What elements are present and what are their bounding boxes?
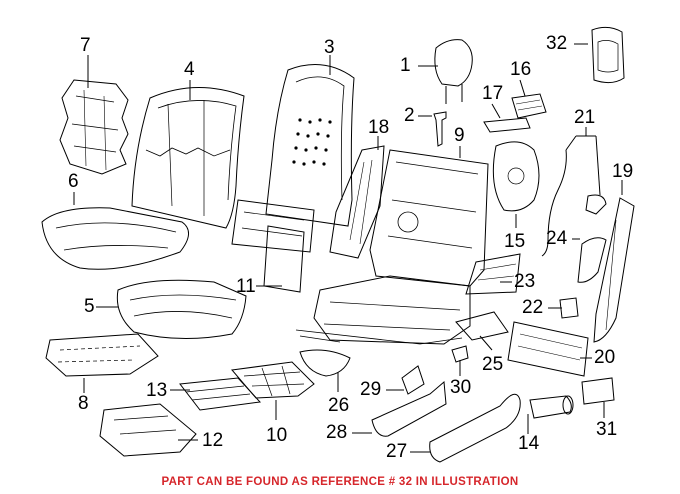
callout-25: 25 [482, 354, 504, 375]
callout-13: 13 [146, 380, 168, 401]
part-18-side-trim [329, 145, 385, 259]
callout-32: 32 [546, 33, 568, 54]
part-16-switch [511, 93, 547, 119]
callout-11: 11 [236, 276, 256, 297]
part-19-side-trim [593, 197, 635, 343]
callout-26: 26 [328, 395, 350, 416]
part-12-seat-base-pan [99, 403, 197, 457]
part-27-outer-trim [429, 393, 521, 463]
part-1-headrest [434, 39, 473, 104]
callout-19: 19 [612, 161, 634, 182]
callout-1: 1 [400, 55, 411, 76]
callout-3: 3 [324, 37, 335, 58]
part-28-lower-trim [371, 380, 447, 437]
part-32-seat-switch [591, 26, 625, 84]
part-5-seat-foam [116, 279, 247, 339]
callout-4: 4 [184, 59, 195, 80]
callout-17: 17 [482, 83, 504, 104]
footer-note: PART CAN BE FOUND AS REFERENCE # 32 IN I… [161, 476, 519, 488]
part-22-clip [559, 297, 579, 319]
callout-2: 2 [404, 105, 415, 126]
part-25-bracket [455, 311, 509, 341]
callout-29: 29 [360, 379, 382, 400]
callout-20: 20 [594, 347, 616, 368]
callout-27: 27 [386, 441, 408, 462]
part-8-seat-heater-mat [45, 333, 159, 377]
part-26-trim-cover [299, 349, 351, 377]
callout-15: 15 [504, 231, 526, 252]
callout-7: 7 [80, 35, 91, 56]
callout-23: 23 [514, 271, 536, 292]
part-13-heater-module [179, 377, 262, 411]
callout-21: 21 [574, 107, 596, 128]
leader-lines [73, 43, 623, 453]
part-15-side-cover [492, 141, 540, 212]
callout-18: 18 [368, 117, 390, 138]
callout-31: 31 [596, 419, 618, 440]
part-31-switch-module [581, 377, 615, 405]
part-9-seat-frame [295, 149, 489, 345]
callout-24: 24 [546, 228, 568, 249]
part-4-backrest-cover [131, 87, 245, 229]
callout-14: 14 [518, 433, 540, 454]
callout-28: 28 [326, 422, 348, 443]
part-21-cable [541, 149, 607, 257]
part-17-switch-cover [483, 117, 531, 133]
part-29-bracket [401, 365, 425, 395]
perforation-dots [292, 118, 332, 166]
callout-8: 8 [78, 393, 89, 414]
callout-5: 5 [84, 296, 95, 317]
callout-10: 10 [266, 425, 288, 446]
part-6-seat-cover [41, 207, 189, 270]
part-14-motor [529, 395, 574, 419]
part-11-back-panel-frame [231, 199, 315, 293]
part-3-backrest-perforated [265, 64, 355, 227]
part-23-trim-panel [465, 253, 521, 295]
part-2-headrest-guide [433, 111, 447, 147]
part-10-lumbar-grid [231, 361, 315, 399]
callout-6: 6 [68, 171, 79, 192]
part-24-recliner-handle [577, 237, 607, 283]
callout-9: 9 [454, 125, 465, 146]
callout-16: 16 [510, 59, 532, 80]
part-7-back-panel [59, 79, 129, 175]
part-20-rail-cover [507, 321, 589, 377]
part-30-clip [451, 345, 469, 363]
callout-30: 30 [450, 377, 472, 398]
callout-12: 12 [202, 430, 224, 451]
callout-22: 22 [522, 297, 544, 318]
